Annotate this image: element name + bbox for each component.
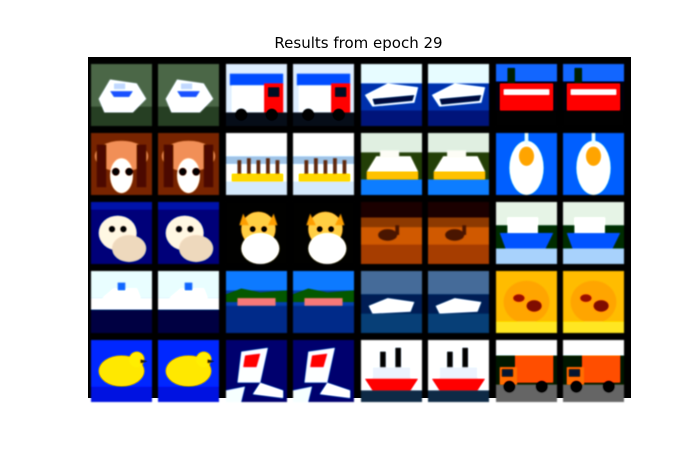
original-image: [226, 340, 287, 402]
image-pair: [361, 271, 489, 333]
image-pair: [496, 64, 624, 126]
reconstructed-image: [563, 340, 624, 402]
image-pair: [496, 271, 624, 333]
original-image: [496, 271, 557, 333]
original-image: [496, 340, 557, 402]
reconstructed-image: [563, 64, 624, 126]
reconstructed-image: [293, 271, 354, 333]
reconstructed-image: [158, 202, 219, 264]
reconstructed-image: [158, 133, 219, 195]
reconstructed-image: [428, 64, 489, 126]
original-image: [91, 64, 152, 126]
image-pair: [91, 271, 219, 333]
image-pair: [496, 133, 624, 195]
image-pair: [91, 340, 219, 402]
original-image: [496, 202, 557, 264]
image-pair: [226, 340, 354, 402]
original-image: [361, 202, 422, 264]
image-pair: [91, 64, 219, 126]
reconstructed-image: [563, 202, 624, 264]
image-pair: [361, 133, 489, 195]
reconstructed-image: [293, 340, 354, 402]
reconstructed-image: [293, 202, 354, 264]
reconstructed-image: [158, 271, 219, 333]
image-pair: [496, 202, 624, 264]
image-pair: [91, 133, 219, 195]
image-pair: [361, 64, 489, 126]
figure-title: Results from epoch 29: [274, 34, 443, 52]
original-image: [226, 271, 287, 333]
original-image: [226, 133, 287, 195]
reconstructed-image: [428, 271, 489, 333]
image-pair: [496, 340, 624, 402]
reconstructed-image: [563, 271, 624, 333]
original-image: [496, 133, 557, 195]
image-pair: [361, 202, 489, 264]
image-pair: [226, 202, 354, 264]
reconstructed-image: [158, 64, 219, 126]
reconstructed-image: [428, 202, 489, 264]
reconstructed-image: [563, 133, 624, 195]
image-pair: [226, 133, 354, 195]
original-image: [361, 64, 422, 126]
original-image: [361, 271, 422, 333]
original-image: [226, 64, 287, 126]
original-image: [496, 64, 557, 126]
original-image: [91, 340, 152, 402]
original-image: [91, 202, 152, 264]
image-pair: [361, 340, 489, 402]
reconstructed-image: [293, 64, 354, 126]
reconstructed-image: [158, 340, 219, 402]
original-image: [226, 202, 287, 264]
image-pair: [226, 271, 354, 333]
image-grid: [88, 57, 631, 402]
image-pair: [226, 64, 354, 126]
original-image: [361, 340, 422, 402]
image-pair: [91, 202, 219, 264]
original-image: [91, 271, 152, 333]
reconstructed-image: [428, 340, 489, 402]
reconstructed-image: [293, 133, 354, 195]
original-image: [361, 133, 422, 195]
original-image: [91, 133, 152, 195]
reconstructed-image: [428, 133, 489, 195]
